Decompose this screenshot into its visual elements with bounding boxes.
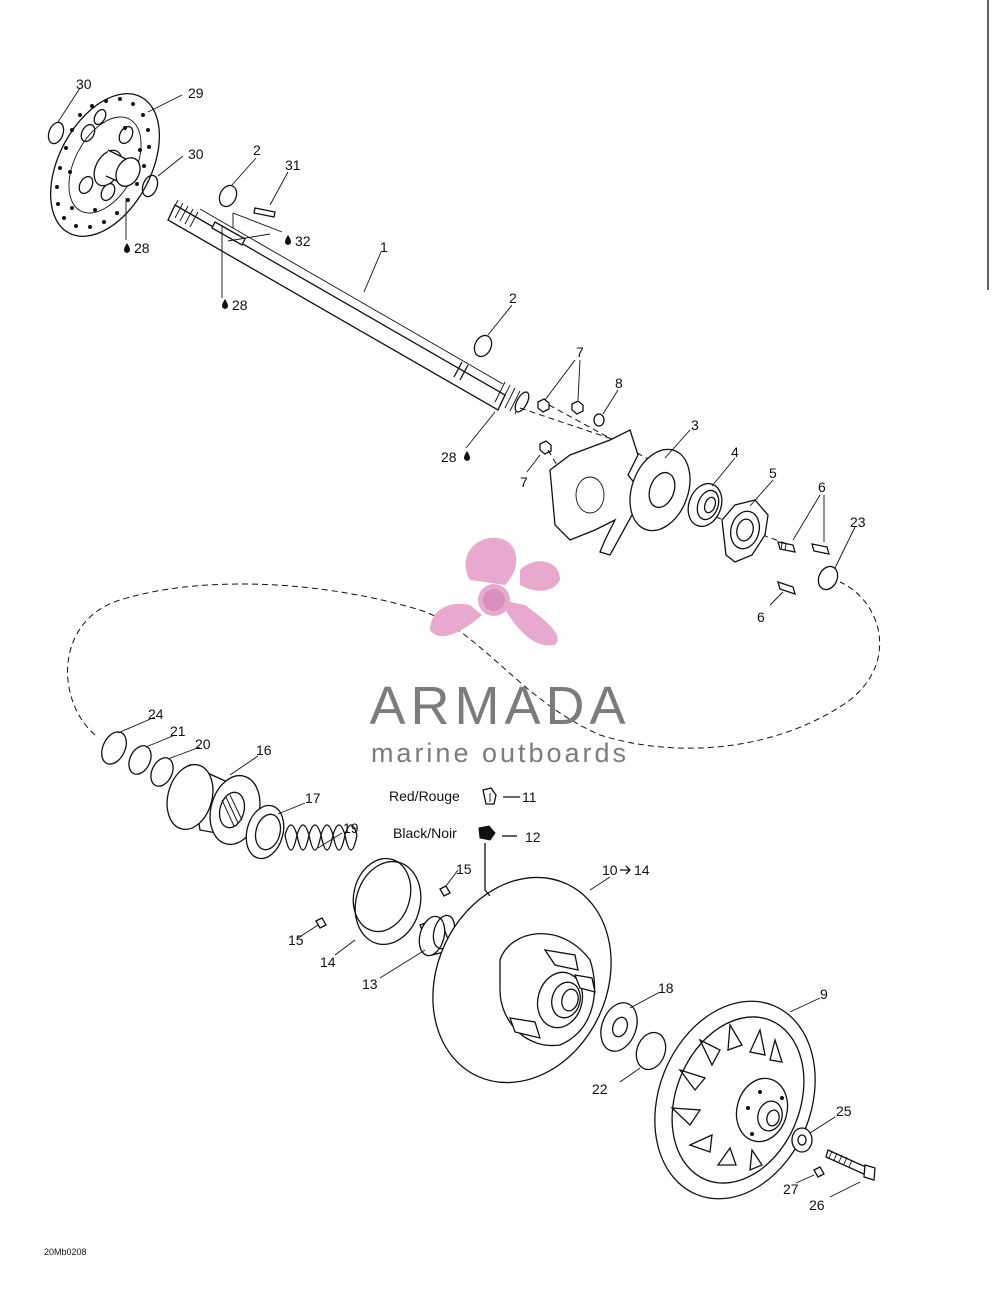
screw [439, 885, 451, 897]
o-ring-right [141, 174, 159, 198]
o-ring-left [47, 121, 65, 145]
callout-26: 26 [809, 1197, 825, 1213]
callout-7: 7 [576, 344, 584, 360]
bolt [777, 580, 796, 596]
callout-24: 24 [148, 706, 164, 722]
oil-drop-icon [124, 235, 470, 461]
bolt [825, 1149, 876, 1181]
callout-25: 25 [836, 1103, 852, 1119]
sliding-sheave [432, 876, 612, 1084]
callout-31: 31 [285, 157, 301, 173]
callout-21: 21 [170, 723, 186, 739]
shim-washer [600, 1002, 638, 1052]
spring [284, 824, 358, 851]
o-ring-2-top [218, 184, 238, 208]
callout-29: 29 [188, 85, 204, 101]
sleeve-ring [352, 857, 422, 946]
callout-7: 7 [520, 474, 528, 490]
callout-18: 18 [658, 980, 674, 996]
leader-lines [57, 87, 861, 1198]
callout-30: 30 [76, 76, 92, 92]
callout-5: 5 [769, 465, 777, 481]
callout-3: 3 [691, 417, 699, 433]
callout-4: 4 [731, 444, 739, 460]
circlip [101, 731, 127, 765]
callout-10: 10 [602, 862, 618, 878]
screw [315, 917, 327, 929]
watermark-tagline: marine outboards [371, 738, 629, 768]
nut [537, 398, 550, 413]
callout-16: 16 [256, 742, 272, 758]
legend-black-label: Black/Noir [393, 825, 457, 841]
assembly-guide-loop [67, 581, 881, 749]
propeller-logo-icon [430, 537, 560, 646]
black-tag-icon [478, 825, 496, 841]
bearing [687, 482, 723, 528]
callout-28: 28 [134, 240, 150, 256]
callout-numbers: 30 29 30 28 2 31 32 28 1 2 28 7 8 7 3 4 … [76, 76, 866, 1213]
circlip [817, 565, 839, 591]
brake-disc [49, 93, 161, 237]
callout-22: 22 [592, 1081, 608, 1097]
callout-30: 30 [188, 146, 204, 162]
callout-32: 32 [295, 233, 311, 249]
ring [635, 1031, 667, 1071]
callout-2: 2 [253, 142, 261, 158]
washer [791, 1127, 813, 1153]
callout-9: 9 [820, 986, 828, 1002]
bearing-support-plate [549, 429, 641, 556]
drawing-code: 20Mb0208 [44, 1247, 87, 1257]
callout-23: 23 [850, 514, 866, 530]
legend-red-label: Red/Rouge [389, 788, 460, 804]
callout-8: 8 [615, 375, 623, 391]
callout-14: 14 [320, 954, 336, 970]
driven-shaft [167, 199, 530, 415]
bearing-housing [721, 499, 769, 563]
screw [813, 1166, 825, 1178]
slider-shoe [245, 804, 285, 860]
red-tag-icon [482, 787, 497, 805]
o-ring-2-right [473, 334, 493, 358]
callout-17: 17 [305, 790, 321, 806]
watermark-name: ARMADA [369, 676, 630, 736]
callout-27: 27 [783, 1181, 799, 1197]
bearing-flange [629, 448, 691, 532]
callout-11: 11 [522, 789, 537, 805]
bolt [811, 543, 830, 555]
washer [593, 413, 605, 427]
callout-12: 12 [525, 829, 541, 845]
callout-28: 28 [441, 449, 457, 465]
callout-15: 15 [288, 932, 304, 948]
fixed-sheave [654, 1000, 816, 1200]
bolt [777, 541, 796, 553]
callout-20: 20 [195, 736, 211, 752]
callout-19: 19 [343, 820, 359, 836]
callout-13: 13 [362, 976, 378, 992]
callout-15: 15 [456, 861, 472, 877]
callout-6: 6 [757, 609, 765, 625]
callout-28: 28 [232, 297, 248, 313]
callout-2: 2 [509, 290, 517, 306]
callout-6: 6 [818, 479, 826, 495]
watermark: ARMADA marine outboards [369, 537, 630, 768]
callout-14: 14 [634, 862, 650, 878]
nut [571, 400, 584, 415]
callout-1: 1 [380, 239, 388, 255]
key [253, 207, 276, 218]
arrow-icon [620, 865, 631, 875]
